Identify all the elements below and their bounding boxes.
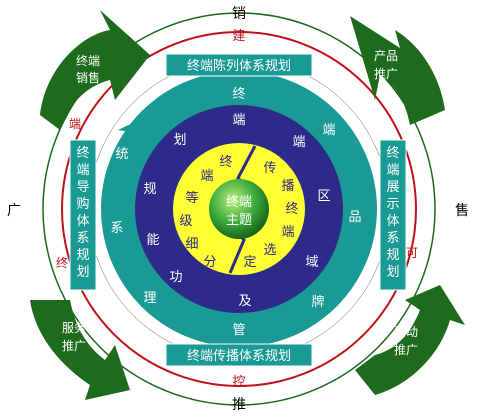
navy-char: 域 <box>305 255 318 270</box>
arrow-bottom-left <box>30 300 130 400</box>
ring-red-upper-left: 端 <box>69 117 81 131</box>
box-top-label: 终端陈列体系规划 <box>187 58 291 74</box>
yellow-right-char: 选 <box>263 243 276 258</box>
vertical-char: 规 <box>76 248 89 263</box>
center-sphere <box>209 179 269 239</box>
yellow-left-char: 细 <box>185 237 198 252</box>
teal-char: 统 <box>115 147 128 162</box>
arrow-label-top-right: 产品 推广 <box>374 49 398 81</box>
vertical-char: 系 <box>386 231 399 246</box>
arrow-label-bottom-left: 服务 推广 <box>62 320 86 353</box>
box-bottom: 终端传播体系规划 <box>165 343 313 367</box>
outer-top: 销 <box>232 6 246 22</box>
box-right-label: 终端展示体系规划 <box>386 145 399 280</box>
red-ring <box>61 31 417 387</box>
vertical-char: 规 <box>386 248 399 263</box>
vertical-char: 示 <box>386 197 399 212</box>
vertical-char: 划 <box>386 265 399 280</box>
svg-text:活动: 活动 <box>394 325 418 339</box>
teal-char: 管 <box>232 323 245 338</box>
svg-text:产品: 产品 <box>374 49 398 63</box>
vertical-char: 体 <box>76 214 89 229</box>
yellow-left-text: 终 端 等 级 细 分 <box>179 154 232 270</box>
box-top: 终端陈列体系规划 <box>165 53 313 77</box>
vertical-char: 购 <box>76 196 89 212</box>
yellow-right-char: 播 <box>281 179 294 194</box>
teal-ring-tail <box>118 110 160 135</box>
vertical-char: 端 <box>76 163 89 178</box>
vertical-char: 终 <box>76 145 89 161</box>
ring-red-lower-left: 终 <box>56 255 68 270</box>
ring-red-right: 可 <box>406 246 418 260</box>
yellow-right-char: 终 <box>285 201 298 217</box>
arrow-bottom-right <box>355 285 465 395</box>
ring-red-top: 建 <box>232 29 245 44</box>
svg-text:推广: 推广 <box>374 67 398 81</box>
yellow-right-text: 传 播 终 端 选 定 <box>243 161 298 270</box>
yellow-right-char: 端 <box>281 225 294 240</box>
svg-text:服务: 服务 <box>62 320 86 335</box>
teal-char: 端 <box>322 123 335 138</box>
navy-ring-text: 端 端 区 域 及 功 能 规 划 <box>143 113 330 309</box>
yellow-left-char: 等 <box>185 190 198 206</box>
yellow-left-char: 端 <box>200 169 213 184</box>
arrow-top-left <box>40 10 150 130</box>
vertical-char: 展 <box>386 180 399 195</box>
svg-text:销售: 销售 <box>76 70 100 85</box>
navy-char: 规 <box>143 182 156 197</box>
svg-text:推广: 推广 <box>394 343 418 357</box>
teal-char: 牌 <box>311 294 324 310</box>
center-line-2: 主题 <box>226 213 252 228</box>
navy-char: 划 <box>173 133 186 148</box>
teal-char: 理 <box>143 291 156 306</box>
yellow-left-char: 级 <box>179 214 192 229</box>
yellow-left-char: 分 <box>203 255 216 270</box>
arrow-top-right <box>350 16 445 125</box>
navy-char: 能 <box>146 233 159 248</box>
navy-char: 区 <box>317 189 330 204</box>
box-right: 终端展示体系规划 <box>379 139 407 291</box>
vertical-char: 端 <box>386 163 399 178</box>
yellow-left-char: 终 <box>219 154 232 170</box>
vertical-char: 终 <box>386 145 399 161</box>
box-left: 终端导购体系规划 <box>69 139 97 291</box>
teal-ring-text: 终 端 品 牌 管 理 系 统 <box>110 86 361 338</box>
vertical-char: 体 <box>386 214 399 229</box>
vertical-char: 导 <box>76 180 89 195</box>
navy-char: 功 <box>169 270 182 285</box>
center-line-1: 终端 <box>226 194 252 210</box>
teal-char: 品 <box>348 210 361 225</box>
outer-bottom: 推 <box>232 397 246 413</box>
ring-red-bottom: 控 <box>232 375 245 390</box>
box-left-label: 终端导购体系规划 <box>76 145 89 280</box>
svg-text:终端: 终端 <box>76 53 100 68</box>
yellow-right-char: 传 <box>263 161 276 176</box>
navy-char: 端 <box>232 113 245 128</box>
arrow-label-top-left: 终端 销售 <box>76 53 100 85</box>
teal-char: 系 <box>110 221 123 236</box>
navy-char: 及 <box>238 294 251 309</box>
teal-char: 终 <box>232 86 245 102</box>
navy-char: 端 <box>292 135 305 150</box>
outer-left: 广 <box>7 203 21 219</box>
vertical-char: 划 <box>76 265 89 280</box>
vertical-char: 系 <box>76 231 89 246</box>
outer-right: 售 <box>455 203 469 219</box>
box-bottom-label: 终端传播体系规划 <box>187 348 291 364</box>
yellow-right-char: 定 <box>243 255 256 270</box>
arrow-label-bottom-right: 活动 推广 <box>394 325 418 357</box>
svg-text:推广: 推广 <box>62 339 86 353</box>
